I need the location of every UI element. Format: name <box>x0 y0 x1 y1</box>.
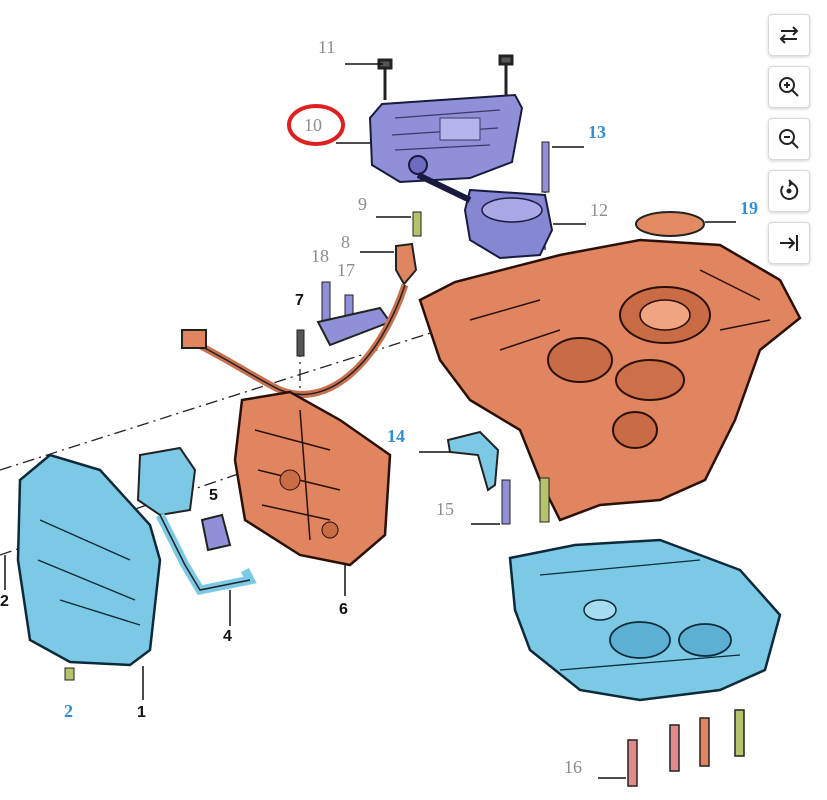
oil-pan[interactable] <box>508 538 782 702</box>
bolts-15[interactable] <box>501 477 550 525</box>
callout-18[interactable]: 18 <box>311 246 329 266</box>
swap-arrows-icon <box>779 26 799 44</box>
part-19-seal[interactable] <box>635 211 705 237</box>
bolts-16[interactable] <box>627 709 745 787</box>
bolt-7[interactable] <box>296 329 305 357</box>
callout-6[interactable]: 6 <box>339 601 348 618</box>
callout-11[interactable]: 11 <box>318 37 335 57</box>
callout-15[interactable]: 15 <box>436 499 454 519</box>
fit-to-edge-icon <box>780 235 798 251</box>
viewer-toolbar <box>768 14 810 274</box>
callout-9[interactable]: 9 <box>358 194 367 214</box>
part-10-filter[interactable] <box>368 93 524 184</box>
leader-lines <box>4 63 736 779</box>
zoom-out-button[interactable] <box>768 118 810 160</box>
callout-4[interactable]: 4 <box>223 628 232 645</box>
part-14-bracket[interactable] <box>446 430 500 492</box>
bolts-11[interactable] <box>377 54 514 100</box>
part-6-valve-body[interactable] <box>233 390 392 567</box>
callout-8[interactable]: 8 <box>341 232 350 252</box>
zoom-out-icon <box>779 129 799 149</box>
bolt-13[interactable] <box>541 141 550 193</box>
highlight-ring <box>287 104 345 146</box>
zoom-in-icon <box>779 77 799 97</box>
part-8-sensor[interactable] <box>395 242 418 286</box>
callout-7[interactable]: 7 <box>295 292 304 309</box>
fit-button[interactable] <box>768 222 810 264</box>
harness-connector[interactable] <box>181 329 207 349</box>
part-5-clip[interactable] <box>200 513 232 552</box>
bolt-2[interactable] <box>64 667 75 681</box>
callout-5[interactable]: 5 <box>209 487 218 504</box>
callout-17[interactable]: 17 <box>337 260 355 280</box>
callout-16[interactable]: 16 <box>564 757 582 777</box>
callout-10[interactable]: 10 <box>304 115 322 135</box>
callout-13[interactable]: 13 <box>588 122 606 142</box>
part-1-side-cover[interactable] <box>16 453 162 667</box>
rotate-icon <box>780 179 799 200</box>
swap-button[interactable] <box>768 14 810 56</box>
part-12-housing[interactable] <box>416 172 554 260</box>
part-4-connector[interactable] <box>136 446 257 596</box>
rotate-button[interactable] <box>768 170 810 212</box>
callout-1[interactable]: 1 <box>137 704 146 721</box>
callout-12[interactable]: 12 <box>590 200 608 220</box>
callout-2[interactable]: 2 <box>64 701 73 721</box>
callout-19[interactable]: 19 <box>740 198 758 218</box>
callout-14[interactable]: 14 <box>387 426 405 446</box>
zoom-in-button[interactable] <box>768 66 810 108</box>
transmission-case[interactable] <box>418 238 802 522</box>
callout-2-left[interactable]: 2 <box>0 593 9 610</box>
part-9-plug[interactable] <box>412 211 422 237</box>
